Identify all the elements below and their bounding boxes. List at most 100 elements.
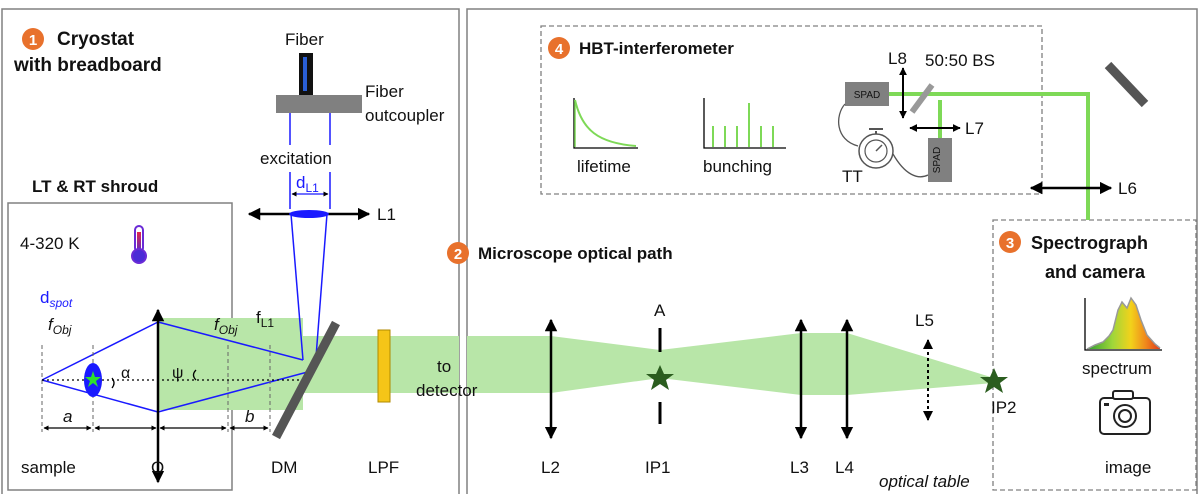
spad-1: SPAD: [845, 82, 889, 106]
ip2-star: [980, 368, 1008, 393]
beam-ip1-to-l3: [660, 333, 801, 395]
svg-text:L1: L1: [377, 205, 396, 224]
svg-text:2: 2: [454, 246, 462, 263]
fold-mirror: [1104, 61, 1149, 108]
objective-section: dspot fObj fObj fL1 α ψ a b sample O: [21, 288, 303, 484]
aperture-ip1: A IP1: [645, 301, 674, 477]
spot-star: [85, 371, 101, 387]
d-spot-label: dspot: [40, 288, 73, 310]
to-detector-line1: to: [437, 357, 451, 376]
svg-text:Microscope optical path: Microscope optical path: [478, 244, 673, 263]
svg-text:50:50 BS: 50:50 BS: [925, 51, 995, 70]
badge-2: [447, 242, 469, 264]
svg-text:bunching: bunching: [703, 157, 772, 176]
svg-text:Cryostat: Cryostat: [57, 29, 135, 50]
section-3-title: 3 Spectrograph and camera: [999, 231, 1148, 282]
section-4-title: 4 HBT-interferometer: [548, 37, 734, 59]
svg-text:and camera: and camera: [1045, 262, 1146, 282]
svg-text:DM: DM: [271, 458, 297, 477]
svg-text:lifetime: lifetime: [577, 157, 631, 176]
svg-text:4: 4: [555, 41, 564, 58]
svg-text:O: O: [151, 458, 164, 477]
svg-text:3: 3: [1006, 235, 1014, 252]
beam-to-hbt: [912, 92, 1090, 220]
collimated-beam-left: [158, 318, 303, 410]
badge-4: [548, 37, 570, 59]
svg-text:4-320 K: 4-320 K: [20, 234, 80, 253]
svg-text:L8: L8: [888, 49, 907, 68]
ip2: IP2: [980, 368, 1017, 417]
svg-text:L6: L6: [1118, 179, 1137, 198]
badge-3: [999, 231, 1021, 253]
ip1-star: [646, 365, 674, 390]
svg-text:SPAD: SPAD: [854, 90, 881, 101]
collimated-beam-right: [467, 336, 551, 393]
beam-to-ip1: [551, 336, 660, 393]
svg-text:IP2: IP2: [991, 398, 1017, 417]
svg-text:outcoupler: outcoupler: [365, 106, 445, 125]
svg-text:sample: sample: [21, 458, 76, 477]
lens-l8: L8: [888, 49, 907, 119]
beam-l3-l4: [801, 333, 847, 395]
svg-text:ψ: ψ: [172, 365, 183, 382]
outcoupler: [276, 95, 362, 113]
optical-table-label: optical table: [879, 472, 970, 491]
svg-text:L3: L3: [790, 458, 809, 477]
lifetime-plot: lifetime: [573, 98, 638, 176]
camera-icon: image: [1099, 390, 1151, 477]
svg-text:LPF: LPF: [368, 458, 399, 477]
f-obj-right-label: fObj: [214, 315, 238, 337]
bunching-plot: bunching: [703, 98, 786, 176]
spad-2: SPAD: [928, 138, 952, 182]
badge-1: [22, 28, 44, 50]
svg-text:Fiber: Fiber: [285, 30, 324, 49]
svg-text:spectrum: spectrum: [1082, 359, 1152, 378]
lens-l7: L7: [909, 119, 984, 138]
to-detector-line2: detector: [416, 381, 478, 400]
svg-text:TT: TT: [842, 167, 863, 186]
lens-l1: L1: [247, 205, 396, 224]
spectrum-plot: spectrum: [1082, 296, 1162, 378]
svg-text:with breadboard: with breadboard: [13, 55, 162, 76]
thermometer-icon: [131, 225, 147, 264]
svg-text:LT & RT shroud: LT & RT shroud: [32, 177, 158, 196]
svg-text:L5: L5: [915, 311, 934, 330]
svg-text:1: 1: [29, 32, 37, 49]
excitation-rays: [41, 213, 328, 413]
f-obj-left-label: fObj: [48, 315, 72, 337]
spectrograph-box: [992, 219, 1197, 491]
lens-l4: L4: [835, 318, 854, 477]
svg-text:L2: L2: [541, 458, 560, 477]
svg-text:image: image: [1105, 458, 1151, 477]
lens-l5: L5: [915, 311, 934, 421]
svg-text:IP1: IP1: [645, 458, 671, 477]
long-pass-filter: LPF: [368, 329, 399, 477]
time-tagger-icon: TT: [838, 103, 929, 186]
svg-text:HBT-interferometer: HBT-interferometer: [579, 39, 734, 58]
lens-l2: L2: [541, 318, 560, 477]
svg-text:Fiber: Fiber: [365, 82, 404, 101]
fiber-outcoupler: Fiber Fiber outcoupler excitation dL1: [260, 30, 445, 209]
dichroic-mirror: DM: [271, 320, 340, 477]
svg-text:L4: L4: [835, 458, 854, 477]
lens-l3: L3: [790, 318, 809, 477]
shroud-labels: LT & RT shroud 4-320 K: [20, 177, 158, 264]
svg-text:Spectrograph: Spectrograph: [1031, 233, 1148, 253]
beam-splitter: 50:50 BS: [909, 51, 995, 114]
lens-l6: L6: [1029, 179, 1137, 198]
svg-text:L7: L7: [965, 119, 984, 138]
f-l1-label: fL1: [256, 308, 274, 330]
panel-frames: [1, 8, 1198, 494]
section-2-title: 2 Microscope optical path: [447, 242, 673, 264]
d-l1-label: dL1: [296, 173, 319, 195]
hbt-box: [540, 25, 1043, 195]
svg-text:b: b: [245, 407, 254, 426]
section-1-title: 1 Cryostat with breadboard: [13, 28, 162, 76]
svg-text:a: a: [63, 407, 72, 426]
svg-text:excitation: excitation: [260, 149, 332, 168]
svg-text:α: α: [121, 365, 130, 382]
beam-to-ip2: [847, 333, 994, 395]
svg-text:SPAD: SPAD: [932, 147, 943, 174]
svg-text:A: A: [654, 301, 666, 320]
